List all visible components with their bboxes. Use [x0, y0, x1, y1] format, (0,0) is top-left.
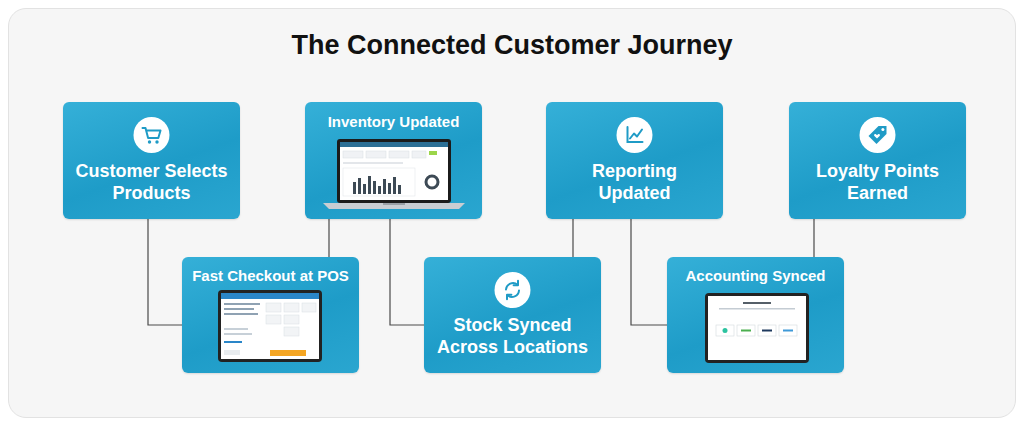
icon-step-box: Stock Synced Across Locations [424, 257, 601, 373]
connector-line [813, 219, 814, 257]
connector-line [328, 219, 329, 257]
icon-step-box: Loyalty Points Earned [789, 102, 966, 219]
icon-step-box: Customer Selects Products [63, 102, 240, 219]
step-label: Stock Synced Across Locations [430, 314, 595, 358]
step-label: Customer Selects Products [69, 160, 234, 204]
connector-line [631, 219, 667, 325]
screen-step-box: Accounting Synced [667, 257, 844, 373]
screen-step-box: Inventory Updated [305, 102, 482, 219]
step-label: Reporting Updated [565, 160, 705, 204]
connector-line [148, 219, 182, 325]
icon-step-box: Reporting Updated [546, 102, 723, 219]
step-label: Accounting Synced [670, 266, 841, 285]
connector-line [390, 219, 424, 325]
title-bar: The Connected Customer Journey [0, 28, 1024, 62]
diagram-title: The Connected Customer Journey [291, 28, 732, 62]
step-label: Inventory Updated [308, 112, 479, 131]
screen-step-box: Fast Checkout at POS [182, 257, 359, 373]
step-label: Fast Checkout at POS [185, 266, 356, 285]
connector-line [572, 219, 573, 257]
step-label: Loyalty Points Earned [795, 160, 960, 204]
